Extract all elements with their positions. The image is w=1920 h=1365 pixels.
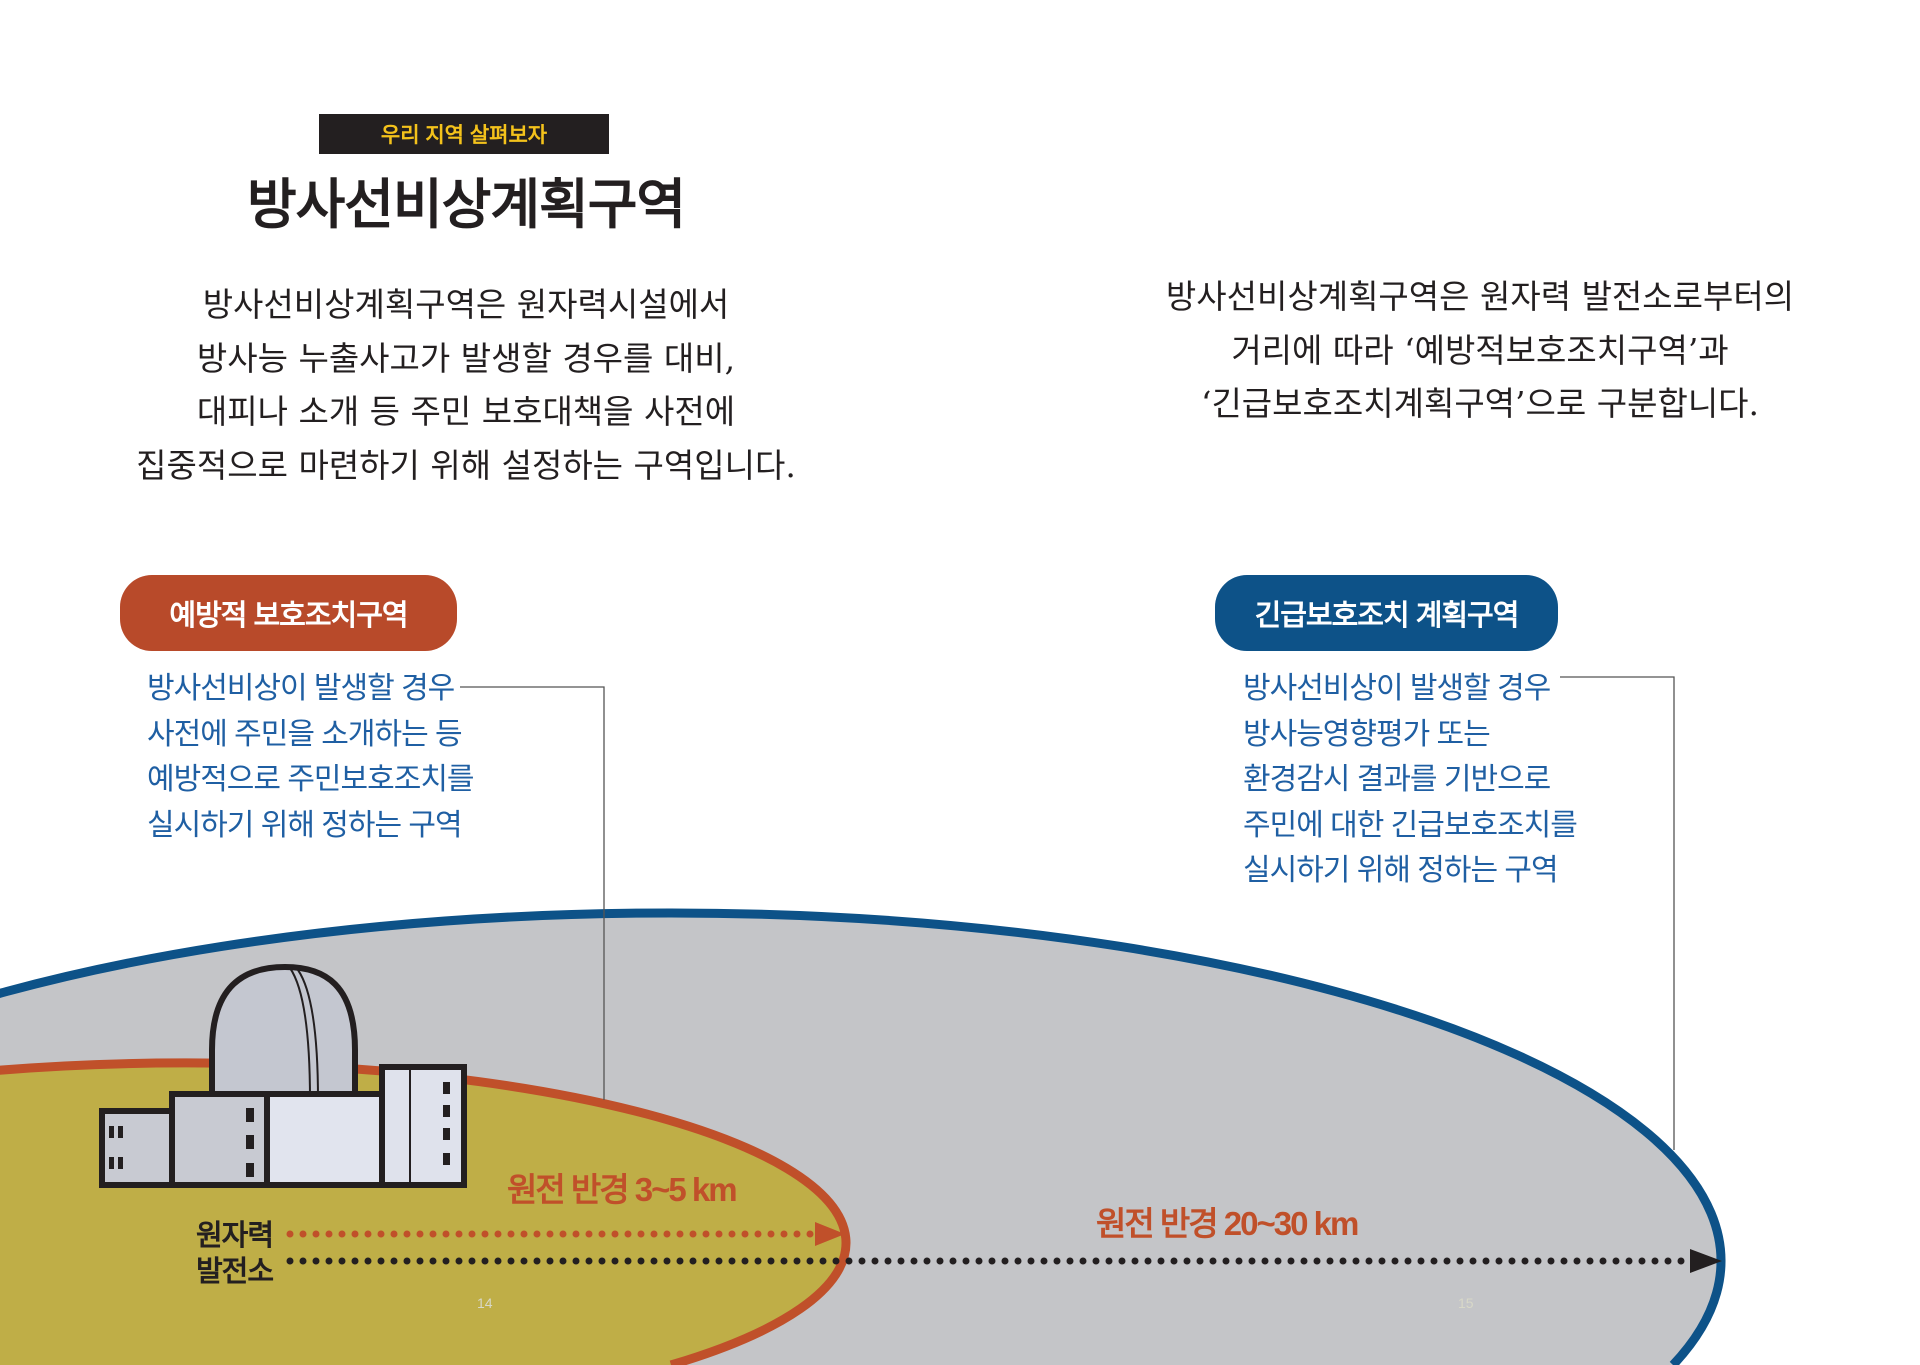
intro-right: 방사선비상계획구역은 원자력 발전소로부터의 거리에 따라 ‘예방적보호조치구역… <box>1080 270 1880 431</box>
plant-label-line: 발전소 <box>196 1256 274 1288</box>
precautionary-zone-description: 방사선비상이 발생할 경우 사전에 주민을 소개하는 등 예방적으로 주민보호조… <box>147 666 475 848</box>
page-number-right: 15 <box>1458 1295 1474 1311</box>
plant-label-line: 원자력 <box>196 1220 274 1252</box>
section-banner: 우리 지역 살펴보자 <box>319 114 609 154</box>
precautionary-zone-boundary <box>0 1058 851 1365</box>
description-line: 방사능영향평가 또는 <box>1243 717 1491 751</box>
intro-line: ‘긴급보호조치계획구역’으로 구분합니다. <box>1200 384 1760 423</box>
precautionary-zone-label: 예방적 보호조치구역 <box>120 575 457 651</box>
page-title: 방사선비상계획구역 <box>246 175 686 235</box>
page-number-left: 14 <box>477 1295 493 1311</box>
description-line: 실시하기 위해 정하는 구역 <box>1243 854 1559 887</box>
urgent-radius-label: 원전 반경 20~30 km <box>1096 1205 1359 1242</box>
description-line: 주민에 대한 긴급보호조치를 <box>1243 808 1578 842</box>
connector-right <box>1560 676 1675 1150</box>
intro-line: 방사선비상계획구역은 원자력 발전소로부터의 <box>1165 277 1795 316</box>
intro-line: 대피나 소개 등 주민 보호대책을 사전에 <box>196 392 736 431</box>
arrowhead-black <box>1690 1249 1722 1273</box>
arrowhead-orange <box>815 1222 845 1246</box>
connector-left <box>460 686 605 1100</box>
intro-left: 방사선비상계획구역은 원자력시설에서 방사능 누출사고가 발생할 경우를 대비,… <box>66 278 866 492</box>
description-line: 방사선비상이 발생할 경우 <box>147 672 455 705</box>
description-line: 환경감시 결과를 기반으로 <box>1243 763 1551 796</box>
intro-line: 집중적으로 마련하기 위해 설정하는 구역입니다. <box>136 445 796 485</box>
urgent-zone-label: 긴급보호조치 계획구역 <box>1215 575 1558 651</box>
intro-line: 방사능 누출사고가 발생할 경우를 대비, <box>196 338 736 378</box>
intro-line: 거리에 따라 ‘예방적보호조치구역’과 <box>1231 330 1729 370</box>
description-line: 방사선비상이 발생할 경우 <box>1243 672 1551 705</box>
power-plant-label: 원자력 발전소 <box>196 1218 274 1290</box>
urgent-zone-description: 방사선비상이 발생할 경우 방사능영향평가 또는 환경감시 결과를 기반으로 주… <box>1243 666 1578 894</box>
intro-line: 방사선비상계획구역은 원자력시설에서 <box>202 285 730 324</box>
description-line: 예방적으로 주민보호조치를 <box>147 763 475 796</box>
power-plant-icon <box>99 963 467 1188</box>
urgent-zone-boundary <box>0 908 1726 1365</box>
description-line: 실시하기 위해 정하는 구역 <box>147 808 463 842</box>
precautionary-radius-label: 원전 반경 3~5 km <box>507 1171 738 1208</box>
description-line: 사전에 주민을 소개하는 등 <box>147 717 463 751</box>
